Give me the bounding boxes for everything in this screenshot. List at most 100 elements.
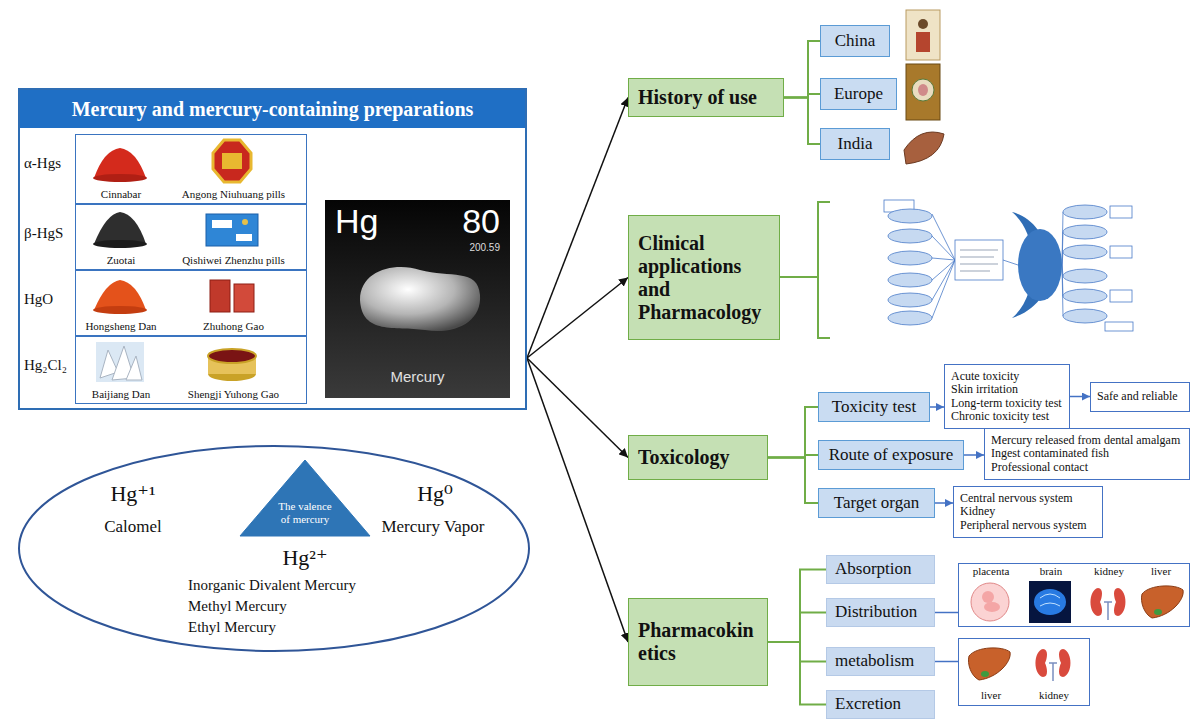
kidney-icon xyxy=(1104,602,1112,620)
topic-box: Pharmacokin etics xyxy=(628,598,768,686)
clinical-mindmap-picture xyxy=(1063,245,1107,259)
node-text: Excretion xyxy=(835,694,926,714)
clinical-mindmap-picture xyxy=(884,200,1133,331)
connector xyxy=(527,358,628,642)
connector xyxy=(935,661,958,663)
node-text: Absorption xyxy=(835,559,926,579)
clinical-mindmap-picture xyxy=(1063,205,1107,219)
node-text: α-Hgs xyxy=(24,155,74,172)
kidney-icon xyxy=(1091,588,1103,616)
qishiwei-pills-picture xyxy=(242,219,248,225)
brain-icon xyxy=(1029,581,1071,623)
clinical-mindmap-picture xyxy=(1063,225,1107,239)
clinical-mindmap-picture xyxy=(1105,206,1133,331)
node-text: Hg₂Cl₂ xyxy=(24,357,74,374)
europe-picture xyxy=(906,64,940,120)
liver-icon xyxy=(968,648,1010,680)
node-text: India xyxy=(826,134,884,154)
china-picture xyxy=(918,19,928,29)
liver-icon xyxy=(981,671,989,677)
subtopic-box: China xyxy=(820,25,890,57)
mercury-tile-picture xyxy=(325,200,510,398)
subtopic-box: Target organ xyxy=(818,488,935,518)
node-text: Hg²⁺ xyxy=(240,545,370,570)
connector xyxy=(935,612,958,614)
connector xyxy=(784,98,820,145)
subtopic-box: Route of exposure xyxy=(818,440,964,470)
qishiwei-pills-picture xyxy=(212,220,232,228)
preparation-row: α-HgsCinnabarAngong Niuhuang pills xyxy=(75,134,307,204)
node-text: Europe xyxy=(826,84,891,104)
detail-box: Safe and reliable xyxy=(1090,382,1190,412)
connector xyxy=(527,278,628,359)
node-text: Pharmacokin etics xyxy=(638,619,758,665)
subtopic-box: Europe xyxy=(820,78,897,110)
subtopic-box: India xyxy=(820,128,890,160)
shengji-cream-picture xyxy=(208,349,256,363)
element-tile: Hg80200.59Mercury xyxy=(325,200,510,398)
angong-pills-picture xyxy=(213,140,251,182)
node-text: brain xyxy=(1023,565,1079,578)
mercury-tile-picture xyxy=(325,200,510,398)
node-text: Acute toxicity xyxy=(951,370,1063,383)
connector xyxy=(784,41,820,98)
angong-pills-picture xyxy=(222,153,242,169)
clinical-mindmap-picture xyxy=(1110,246,1132,258)
connector xyxy=(930,406,944,408)
node-text: Mercury xyxy=(325,368,510,385)
organ-box: placentabrainkidneyliver xyxy=(958,563,1190,627)
europe-picture xyxy=(918,84,928,96)
cinnabar-picture xyxy=(93,148,147,182)
clinical-mindmap-picture xyxy=(955,240,1003,280)
clinical-mindmap-picture xyxy=(888,293,932,307)
topic-box: Toxicology xyxy=(628,435,768,480)
node-text: Peripheral nervous system xyxy=(960,519,1096,532)
process-box: Absorption xyxy=(826,555,935,584)
ellipse-outline xyxy=(19,446,529,651)
liver-icon xyxy=(968,648,1010,680)
node-text: History of use xyxy=(638,86,774,109)
node-text: Central nervous system xyxy=(960,492,1096,505)
topic-box: Clinical applications and Pharmacology xyxy=(628,215,780,340)
connector xyxy=(964,454,984,456)
node-text: kidney xyxy=(1081,565,1137,578)
detail-box: Central nervous systemKidneyPeripheral n… xyxy=(953,486,1103,538)
placenta-icon xyxy=(971,583,1009,621)
cinnabar-picture xyxy=(93,174,147,182)
india-picture xyxy=(904,132,944,164)
clinical-mindmap-picture xyxy=(1110,290,1132,302)
zuotai-picture xyxy=(93,212,147,248)
node-text: Toxicity test xyxy=(824,397,924,417)
clinical-mindmap-picture xyxy=(1105,322,1133,331)
kidney-icon xyxy=(1049,663,1057,681)
node-text: Hg⁺¹ xyxy=(88,481,178,506)
connector xyxy=(768,570,826,643)
detail-box: Acute toxicitySkin irritationLong-term t… xyxy=(944,364,1070,429)
liver-icon xyxy=(1154,609,1162,615)
kidney-icon xyxy=(1059,649,1071,677)
node-text: placenta xyxy=(963,565,1019,578)
clinical-mindmap-picture xyxy=(960,250,998,271)
placenta-icon xyxy=(984,602,1000,612)
india-picture xyxy=(904,132,944,164)
node-text: 200.59 xyxy=(435,242,500,254)
node-text: Inorganic Divalent Mercury xyxy=(188,577,438,594)
node-text: Target organ xyxy=(824,493,929,513)
connector xyxy=(768,458,818,504)
node-text: Ethyl Mercury xyxy=(188,619,388,636)
connector xyxy=(768,613,826,643)
organ-box: liver kidney xyxy=(958,638,1090,706)
node-text: Angong Niuhuang pills xyxy=(161,188,306,201)
node-text: Clinical applications and Pharmacology xyxy=(638,232,770,324)
subtopic-box: Toxicity test xyxy=(818,392,930,422)
node-text: Chronic toxicity test xyxy=(951,410,1063,423)
node-text: kidney xyxy=(1026,689,1082,702)
clinical-mindmap-picture xyxy=(888,251,932,265)
node-text: Calomel xyxy=(73,517,193,537)
node-text: Kidney xyxy=(960,505,1096,518)
node-text: liver xyxy=(963,689,1019,702)
valence-ellipse: Hg⁺¹CalomelHg⁰Mercury VaporHg²⁺Inorganic… xyxy=(18,445,530,652)
kidney-icon xyxy=(1036,649,1071,681)
europe-picture xyxy=(912,79,934,101)
topic-box: History of use xyxy=(628,78,784,117)
